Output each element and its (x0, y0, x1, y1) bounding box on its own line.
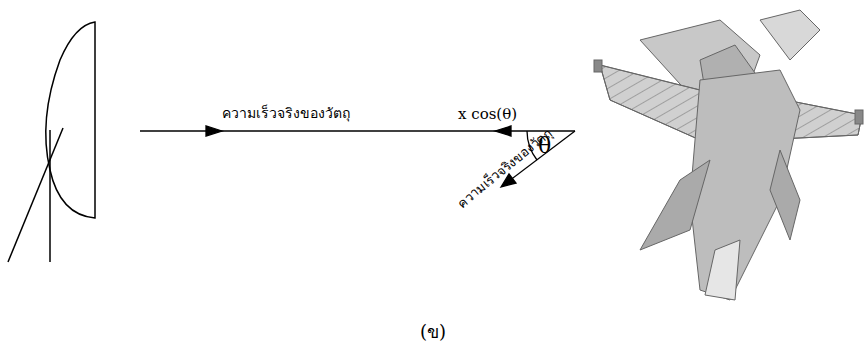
velocity-label: ความเร็วจริงของวัตถุ (455, 126, 555, 211)
component-label: x cos(θ) (458, 106, 517, 123)
velocity-label: ความเร็วจริงของวัตถุ (222, 106, 350, 121)
jet-aircraft (594, 10, 863, 300)
radar-dish (8, 22, 95, 262)
figure-caption: (ข) (420, 322, 446, 342)
